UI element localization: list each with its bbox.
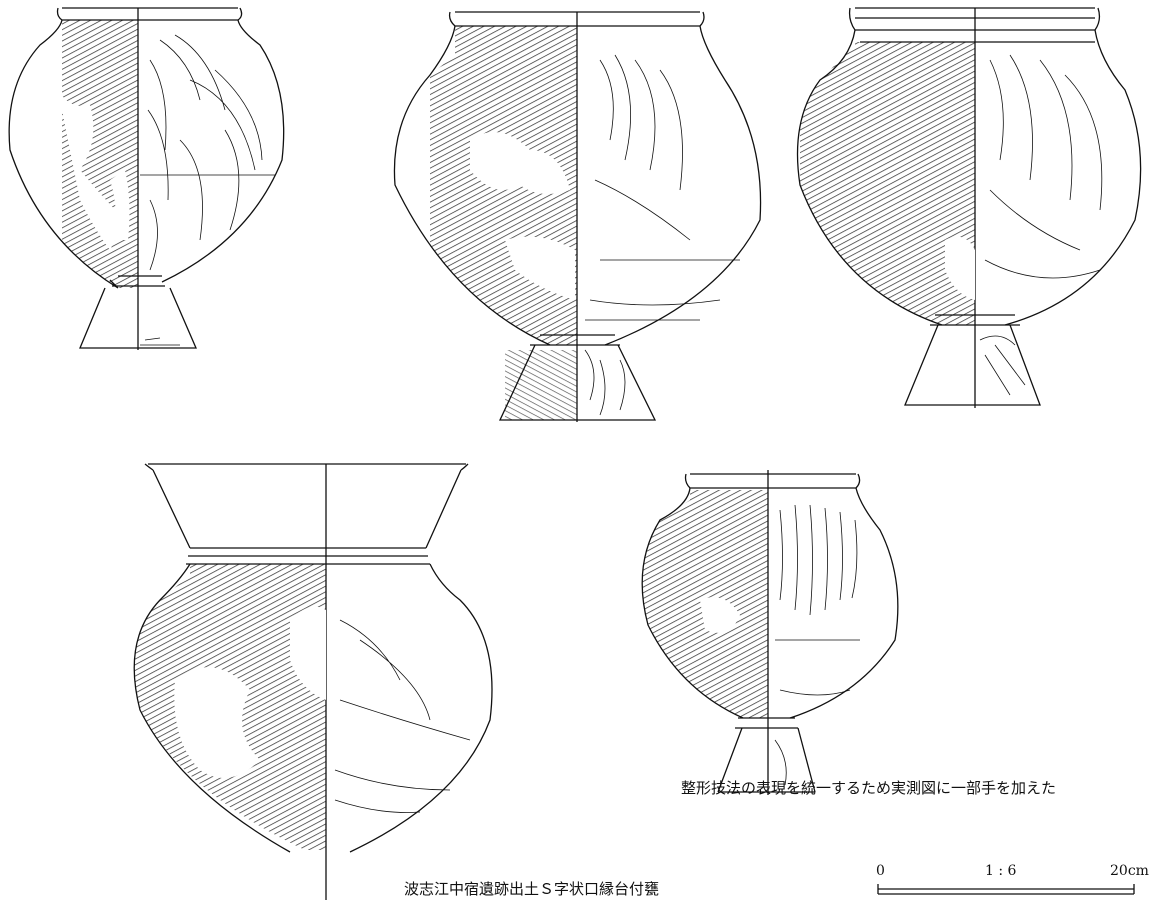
scale-ratio-label: 1 : 6 [985, 863, 1017, 879]
vessel-3 [796, 7, 1142, 408]
scale-max-label: 20cm [1110, 863, 1149, 879]
figure-title: 波志江中宿遺跡出土Ｓ字状口縁台付甕 [404, 880, 660, 898]
scale-zero-label: 0 [876, 863, 885, 879]
vessel-2 [393, 11, 762, 422]
vessel-4 [133, 463, 493, 900]
vessel-5 [641, 470, 899, 795]
scale-bar [877, 884, 1135, 895]
vessel-1 [8, 7, 285, 350]
drawing-note: 整形技法の表現を統一するため実測図に一部手を加えた [681, 779, 1057, 797]
